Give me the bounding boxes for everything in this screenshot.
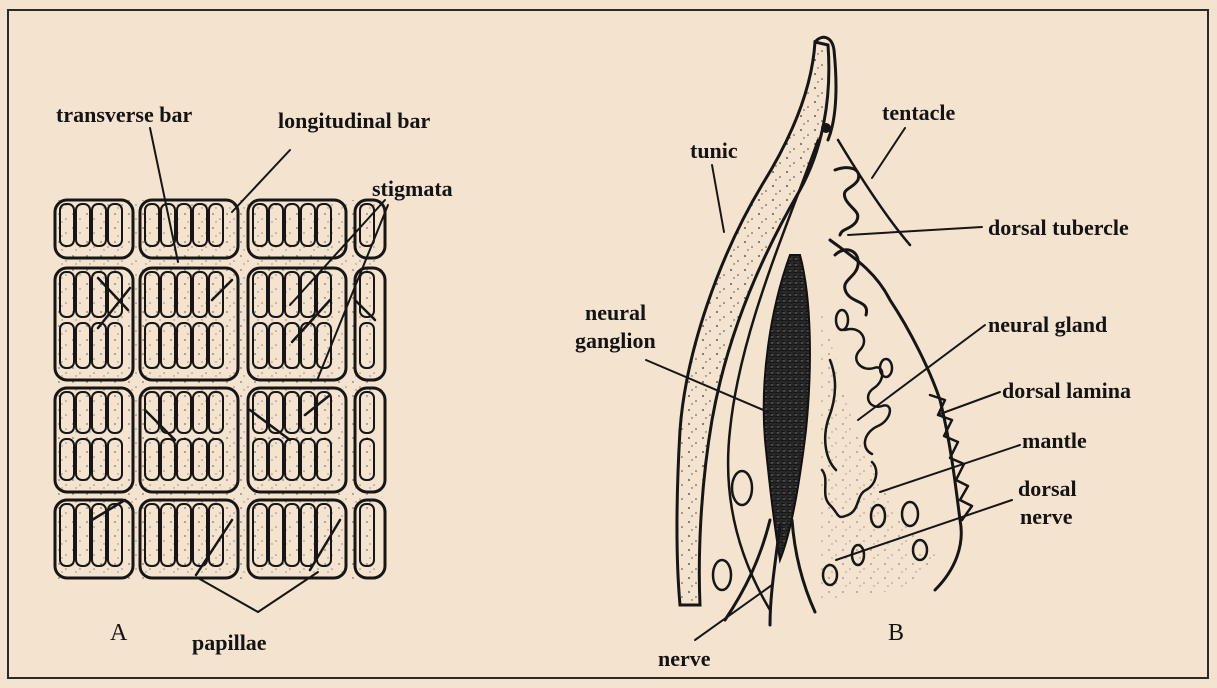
- cell-oval: [836, 310, 848, 330]
- nerve-label: nerve: [658, 646, 711, 671]
- neural-ganglion-label-line2: ganglion: [575, 328, 656, 353]
- neural-ganglion-mass: [764, 255, 810, 560]
- mantle-label: mantle: [1022, 428, 1087, 453]
- tip-dot: [821, 123, 831, 133]
- nerve-strand-2: [770, 525, 780, 625]
- neural-gland-leader: [858, 325, 985, 420]
- stigmata-label: stigmata: [372, 176, 453, 201]
- neural-gland-label: neural gland: [988, 312, 1107, 337]
- dorsal-tubercle-folds: [835, 250, 867, 315]
- tunic-leader: [712, 165, 724, 232]
- neural-ganglion-label-line1: neural: [585, 300, 646, 325]
- cell-oval: [902, 502, 918, 526]
- dorsal-lamina-leader: [940, 392, 1000, 414]
- tentacle-curl: [835, 168, 859, 235]
- dorsal-tubercle-label: dorsal tubercle: [988, 215, 1129, 240]
- dorsal-nerve-label-line2: nerve: [1020, 504, 1073, 529]
- nerve-strand-3: [792, 520, 815, 612]
- longitudinal-bar-label: longitudinal bar: [278, 108, 430, 133]
- tentacle-leader: [872, 128, 905, 178]
- cell-oval: [880, 359, 892, 377]
- tentacle-label: tentacle: [882, 100, 956, 125]
- branchial-grid-drawing: [55, 200, 385, 580]
- dorsal-tubercle-leader: [848, 227, 982, 235]
- dorsal-nerve-label-line1: dorsal: [1018, 476, 1077, 501]
- panel-b-letter: B: [888, 620, 904, 646]
- nerve-leader: [695, 585, 772, 640]
- cell-oval: [732, 471, 752, 505]
- panel-a-letter: A: [110, 620, 128, 646]
- papillae-label: papillae: [192, 630, 267, 655]
- transverse-bar-label: transverse bar: [56, 102, 192, 127]
- dorsal-lamina-ridges: [930, 395, 972, 520]
- neural-complex-drawing: [677, 37, 972, 625]
- cell-oval: [713, 560, 731, 590]
- papillae-leader-1: [198, 578, 258, 612]
- tunic-label: tunic: [690, 138, 738, 163]
- dorsal-lamina-label: dorsal lamina: [1002, 378, 1131, 403]
- body-stipple: [820, 300, 940, 600]
